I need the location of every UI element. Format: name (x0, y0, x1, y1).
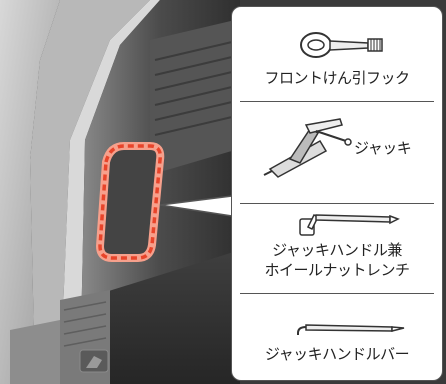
lug-wrench-icon (299, 213, 400, 236)
divider (240, 101, 434, 102)
callout-panel: フロントけん引フック ジャッキ ジャッキハンドル兼 (231, 6, 443, 381)
divider (240, 203, 434, 204)
callout-item-lug-wrench: ジャッキハンドル兼 ホイールナットレンチ (232, 205, 442, 293)
callout-item-jack-handle-bar: ジャッキハンドルバー (232, 295, 442, 381)
callout-item-tow-hook: フロントけん引フック (232, 7, 442, 101)
jack-icon (263, 118, 352, 178)
tow-hook-label: フロントけん引フック (264, 69, 410, 87)
lug-wrench-label-line-2: ホイールナットレンチ (264, 261, 410, 279)
lug-wrench-label-line-1: ジャッキハンドル兼 (272, 241, 402, 259)
jack-label: ジャッキ (354, 139, 412, 157)
tow-hook-icon (300, 32, 383, 58)
callout-item-jack: ジャッキ (232, 103, 442, 203)
jack-handle-bar-icon (297, 324, 405, 335)
divider (240, 293, 434, 294)
jack-handle-bar-label: ジャッキハンドルバー (264, 345, 410, 363)
